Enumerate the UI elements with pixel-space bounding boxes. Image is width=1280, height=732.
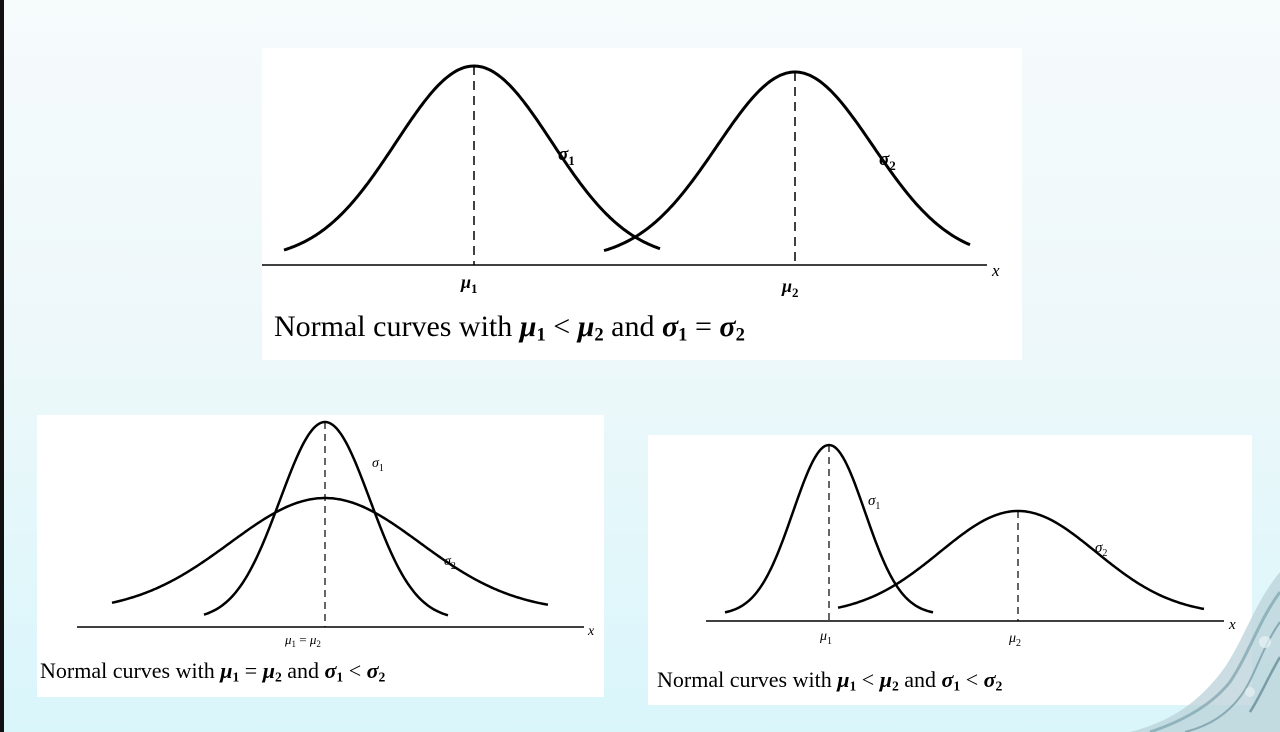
axis-label-mu1: μ1 xyxy=(819,629,832,647)
axis-label-mu2: μ2 xyxy=(781,276,799,300)
axis-label-x: x xyxy=(991,261,1000,280)
curve-label-sigma2: σ2 xyxy=(1095,540,1107,559)
diagram-different-both: σ1 σ2 μ1 μ2 x xyxy=(706,443,1236,649)
axis-label-x: x xyxy=(1228,617,1236,633)
curve-label-sigma1: σ1 xyxy=(372,456,384,474)
normal-curve-1 xyxy=(283,64,661,252)
diagram-equal-mu: σ1 σ2 μ1 = μ2 x xyxy=(77,420,595,649)
normal-curve-2 xyxy=(603,70,971,253)
caption-equal-sigma: Normal curves with μ1 < μ2 and σ1 = σ2 xyxy=(274,310,745,346)
slide-left-border xyxy=(0,0,4,732)
curve-label-sigma2: σ2 xyxy=(444,554,456,572)
axis-label-mu2: μ2 xyxy=(1008,631,1021,649)
normal-curve-wide xyxy=(111,496,549,606)
diagram-equal-sigma: σ1 σ2 μ1 μ2 x xyxy=(262,64,1000,300)
decorative-corner-texture xyxy=(1130,572,1280,732)
panel-different-both: σ1 σ2 μ1 μ2 x Normal curves with μ1 < μ2… xyxy=(648,435,1252,705)
axis-label-mu1: μ1 xyxy=(460,272,478,296)
curve-label-sigma1: σ1 xyxy=(558,144,575,168)
panel-equal-mu: σ1 σ2 μ1 = μ2 x Normal curves with μ1 = … xyxy=(37,415,604,697)
axis-label-mu-equal: μ1 = μ2 xyxy=(284,632,321,649)
caption-equal-mu: Normal curves with μ1 = μ2 and σ1 < σ2 xyxy=(40,658,386,685)
caption-different-both: Normal curves with μ1 < μ2 and σ1 < σ2 xyxy=(657,667,1003,694)
normal-curve-narrow xyxy=(203,420,449,617)
panel-equal-sigma: σ1 σ2 μ1 μ2 x Normal curves with μ1 < μ2… xyxy=(262,48,1022,360)
normal-curve-wide xyxy=(837,509,1205,611)
curve-label-sigma1: σ1 xyxy=(868,493,880,512)
axis-label-x: x xyxy=(587,624,595,639)
curve-label-sigma2: σ2 xyxy=(879,149,896,173)
